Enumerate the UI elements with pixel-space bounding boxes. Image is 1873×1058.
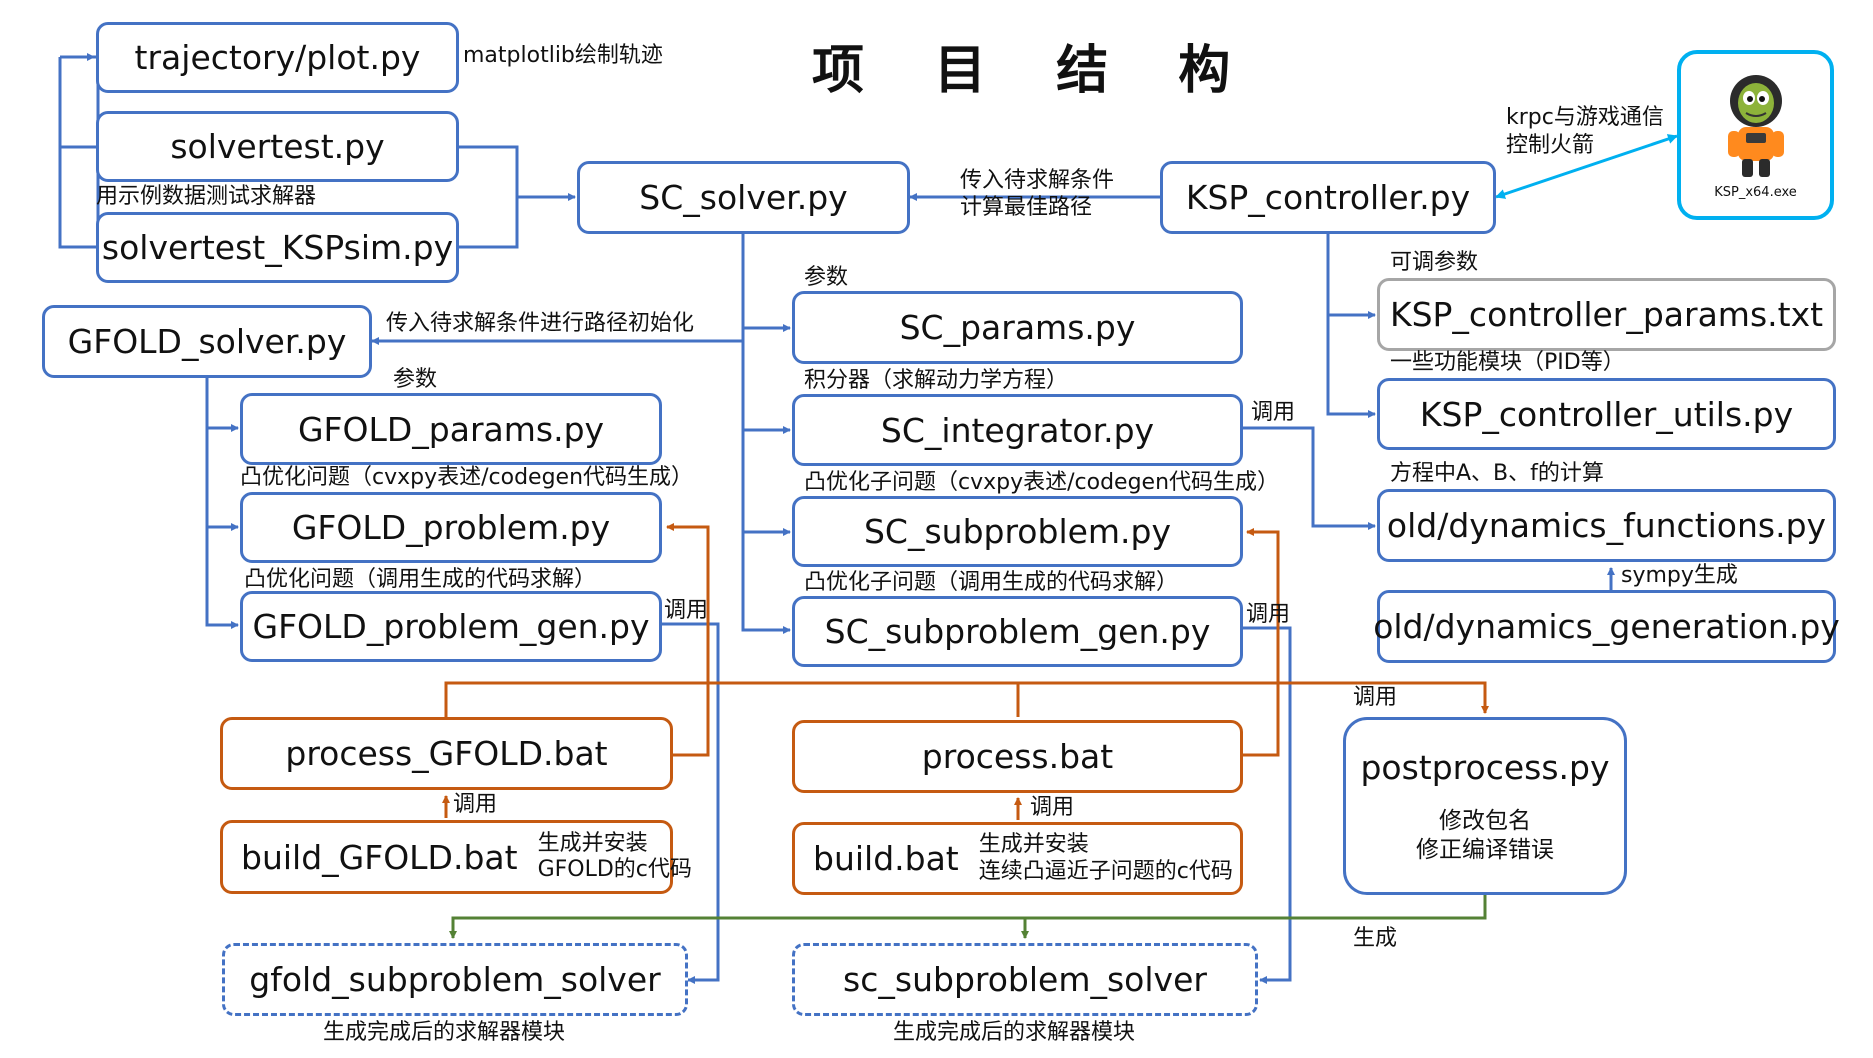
file-gfold-problem-gen[interactable]: GFOLD_problem_gen.py bbox=[240, 591, 662, 662]
file-build-bat[interactable]: build.bat 生成并安装 连续凸逼近子问题的c代码 bbox=[792, 822, 1243, 895]
note-solver-module-gfold: 生成完成后的求解器模块 bbox=[323, 1020, 566, 1045]
file-solvertest[interactable]: solvertest.py bbox=[96, 111, 459, 182]
file-gfold-problem[interactable]: GFOLD_problem.py bbox=[240, 492, 662, 563]
note-solver-module-sc: 生成完成后的求解器模块 bbox=[893, 1020, 1136, 1045]
module-gfold-subproblem-solver[interactable]: gfold_subproblem_solver bbox=[222, 943, 688, 1016]
build-gfold-name: build_GFOLD.bat bbox=[241, 837, 518, 877]
note-abf-calc: 方程中A、B、f的计算 bbox=[1390, 461, 1604, 486]
file-trajectory-plot[interactable]: trajectory/plot.py bbox=[96, 22, 459, 93]
postprocess-note-1: 修改包名 bbox=[1439, 807, 1531, 834]
file-ksp-controller-params[interactable]: KSP_controller_params.txt bbox=[1377, 278, 1836, 351]
module-sc-subproblem-solver[interactable]: sc_subproblem_solver bbox=[792, 943, 1258, 1016]
file-sc-subproblem-gen[interactable]: SC_subproblem_gen.py bbox=[792, 596, 1243, 667]
note-call-integrator: 调用 bbox=[1251, 400, 1296, 425]
note-tunable: 可调参数 bbox=[1390, 250, 1479, 275]
file-gfold-solver[interactable]: GFOLD_solver.py bbox=[42, 305, 372, 378]
ksp-exe-icon-tile[interactable]: KSP_x64.exe bbox=[1677, 50, 1834, 220]
note-sympy: sympy生成 bbox=[1621, 563, 1738, 588]
ksp-exe-label: KSP_x64.exe bbox=[1714, 184, 1797, 200]
build-note-1: 生成并安装 bbox=[978, 832, 1089, 858]
file-process-bat[interactable]: process.bat bbox=[792, 720, 1243, 793]
file-dynamics-generation[interactable]: old/dynamics_generation.py bbox=[1373, 590, 1840, 663]
note-generate: 生成 bbox=[1353, 926, 1398, 951]
postprocess-note-2: 修正编译错误 bbox=[1416, 836, 1554, 863]
file-sc-params[interactable]: SC_params.py bbox=[792, 291, 1243, 364]
note-cvx-gfold: 凸优化问题（cvxpy表述/codegen代码生成） bbox=[240, 465, 694, 490]
build-gfold-note-2: GFOLD的c代码 bbox=[537, 857, 692, 882]
note-call-sc-gen: 调用 bbox=[1246, 602, 1291, 627]
note-example-data: 用示例数据测试求解器 bbox=[96, 184, 317, 209]
note-krpc-2: 控制火箭 bbox=[1506, 133, 1595, 158]
page-title: 项 目 结 构 bbox=[812, 41, 1257, 101]
file-dynamics-functions[interactable]: old/dynamics_functions.py bbox=[1377, 489, 1836, 562]
note-call-build: 调用 bbox=[1030, 795, 1075, 820]
file-build-gfold-bat[interactable]: build_GFOLD.bat 生成并安装 GFOLD的c代码 bbox=[220, 820, 692, 894]
build-gfold-note-1: 生成并安装 bbox=[537, 830, 648, 856]
build-note-2: 连续凸逼近子问题的c代码 bbox=[978, 858, 1233, 884]
postprocess-name: postprocess.py bbox=[1360, 747, 1610, 787]
file-sc-solver[interactable]: SC_solver.py bbox=[577, 161, 910, 234]
note-modules-pid: 一些功能模块（PID等） bbox=[1390, 350, 1625, 375]
note-integrator: 积分器（求解动力学方程） bbox=[804, 368, 1069, 393]
note-call-gfold-gen: 调用 bbox=[664, 598, 709, 623]
note-matplotlib: matplotlib绘制轨迹 bbox=[463, 43, 663, 68]
note-pass-cond-1: 传入待求解条件 bbox=[960, 168, 1115, 193]
note-params-sc: 参数 bbox=[804, 265, 849, 290]
note-pass-init: 传入待求解条件进行路径初始化 bbox=[386, 311, 695, 336]
note-call-post: 调用 bbox=[1353, 685, 1398, 710]
note-pass-cond-2: 计算最佳路径 bbox=[960, 195, 1093, 220]
build-note: 生成并安装 连续凸逼近子问题的c代码 bbox=[979, 832, 1233, 885]
note-call-build-gfold: 调用 bbox=[453, 792, 498, 817]
note-params-gfold: 参数 bbox=[393, 367, 438, 392]
krpc-link bbox=[1495, 134, 1678, 199]
file-ksp-controller-utils[interactable]: KSP_controller_utils.py bbox=[1377, 378, 1836, 450]
file-sc-subproblem[interactable]: SC_subproblem.py bbox=[792, 496, 1243, 567]
build-gfold-note: 生成并安装 GFOLD的c代码 bbox=[538, 831, 692, 884]
file-postprocess[interactable]: postprocess.py 修改包名 修正编译错误 bbox=[1343, 717, 1627, 895]
file-solvertest-kspsim[interactable]: solvertest_KSPsim.py bbox=[96, 212, 459, 283]
build-name: build.bat bbox=[813, 839, 959, 878]
note-cvx-sc: 凸优化子问题（cvxpy表述/codegen代码生成） bbox=[804, 470, 1280, 495]
note-krpc-1: krpc与游戏通信 bbox=[1506, 105, 1664, 130]
note-gen-sc: 凸优化子问题（调用生成的代码求解） bbox=[804, 570, 1179, 595]
file-ksp-controller[interactable]: KSP_controller.py bbox=[1160, 161, 1496, 234]
file-process-gfold-bat[interactable]: process_GFOLD.bat bbox=[220, 717, 673, 790]
note-gen-gfold: 凸优化问题（调用生成的代码求解） bbox=[244, 567, 597, 592]
file-sc-integrator[interactable]: SC_integrator.py bbox=[792, 394, 1243, 466]
kerbal-astronaut-icon bbox=[1727, 74, 1784, 177]
postprocess-note: 修改包名 修正编译错误 bbox=[1416, 807, 1554, 865]
file-gfold-params[interactable]: GFOLD_params.py bbox=[240, 393, 662, 465]
